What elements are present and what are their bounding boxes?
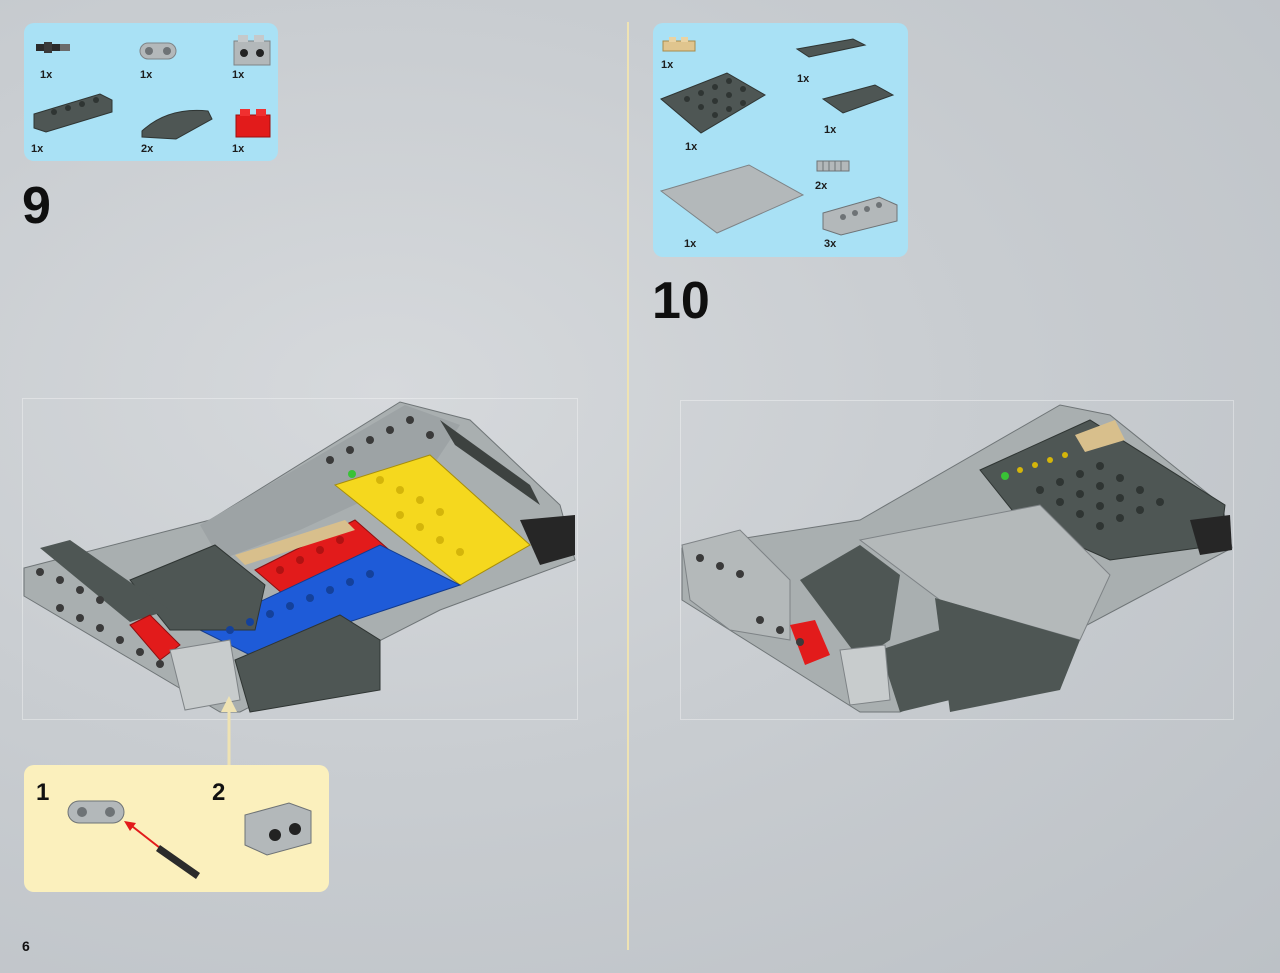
step10-model-illustration [681,404,1233,713]
part-qty: 1x [232,143,245,155]
step10-model-frame [680,400,1234,720]
step9-parts-panel: 1x 1x 1x 1x 2x 1x [24,23,278,161]
tan-plate-icon [662,37,696,52]
part-qty: 3x [824,238,837,250]
part-qty: 1x [40,69,53,81]
part-qty: 2x [141,143,154,155]
step-number: 10 [652,272,710,330]
dark-slope-brick-icon [33,93,113,133]
step10-parts-panel: 1x 1x 1x 1x 2x 1x 3x [653,23,908,257]
part-qty: 1x [31,143,44,155]
gray-tile-large-icon [659,164,805,234]
technic-beam-icon [139,42,177,60]
part-qty: 2x [815,180,828,192]
part-qty: 1x [824,124,837,136]
gray-slope-brick-icon [822,196,898,236]
axle-pin-icon [36,42,70,53]
part-qty: 1x [797,73,810,85]
part-qty: 1x [684,238,697,250]
curved-slope-icon [141,109,213,140]
dark-tile-long-icon [795,38,867,58]
substep-number: 1 [36,779,50,806]
dark-plate-6x6-icon [660,72,766,134]
beam-and-pin-assembly-icon [67,800,200,879]
part-qty: 1x [140,69,153,81]
step9-subassembly-panel: 1 2 [24,765,329,892]
step9-model-frame [22,398,578,720]
step9-model-illustration [23,401,576,765]
part-qty: 1x [661,59,674,71]
brick-with-holes-icon [244,802,312,856]
step-number: 9 [22,177,51,235]
dark-tile-icon [821,84,895,114]
part-qty: 1x [232,69,245,81]
part-qty: 1x [685,141,698,153]
red-brick-icon [235,109,271,138]
brick-with-holes-icon [233,35,271,66]
substep-number: 2 [212,779,226,806]
grille-tile-icon [816,160,850,172]
page-divider [627,22,629,950]
page-number: 6 [22,938,30,954]
